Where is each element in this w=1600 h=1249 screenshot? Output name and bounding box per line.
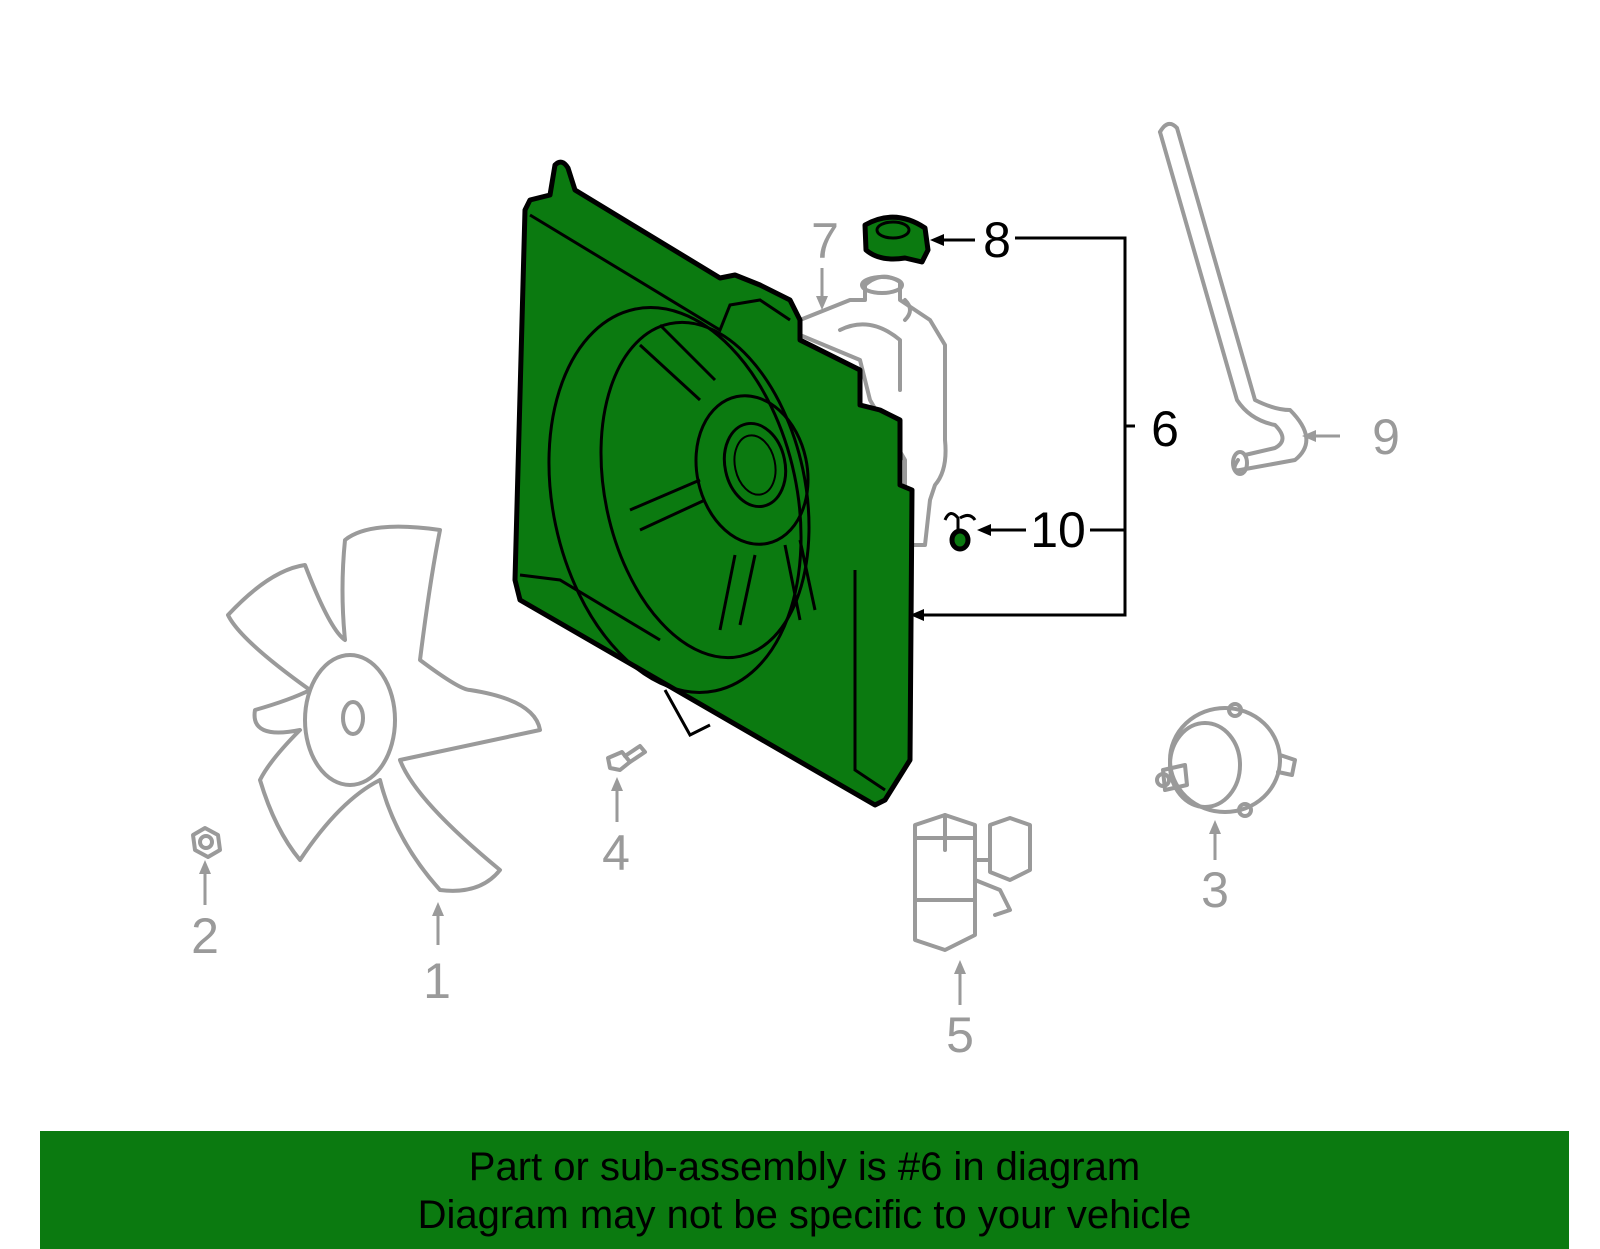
reservoir-tank-part-7[interactable] <box>798 274 948 547</box>
fan-motor-part-3[interactable] <box>1155 702 1297 818</box>
callout-8[interactable]: 8 <box>983 212 1011 268</box>
footer-line-1: Part or sub-assembly is #6 in diagram <box>468 1145 1141 1189</box>
leader-lines-active <box>910 234 1135 621</box>
callout-3[interactable]: 3 <box>1201 862 1229 918</box>
callout-5[interactable]: 5 <box>946 1007 974 1063</box>
resistor-part-5[interactable] <box>913 813 1032 952</box>
bolt-part-4[interactable] <box>606 744 647 772</box>
fan-blade-part-1[interactable] <box>226 524 542 893</box>
fan-shroud-part-6[interactable] <box>512 159 915 808</box>
callout-10[interactable]: 10 <box>1030 502 1086 558</box>
clip-part-10[interactable] <box>943 512 977 552</box>
callout-7[interactable]: 7 <box>811 213 839 269</box>
nut-part-2[interactable] <box>191 826 222 859</box>
callout-2[interactable]: 2 <box>191 908 219 964</box>
callout-6[interactable]: 6 <box>1151 401 1179 457</box>
callout-4[interactable]: 4 <box>602 825 630 881</box>
reservoir-cap-part-8[interactable] <box>862 214 931 265</box>
hose-part-9[interactable] <box>1158 121 1309 476</box>
callout-1[interactable]: 1 <box>423 953 451 1009</box>
footer-banner: Part or sub-assembly is #6 in diagram Di… <box>40 1131 1569 1249</box>
footer-line-2: Diagram may not be specific to your vehi… <box>417 1193 1192 1237</box>
callout-9[interactable]: 9 <box>1372 409 1400 465</box>
leader-lines-inactive <box>199 268 1340 1005</box>
